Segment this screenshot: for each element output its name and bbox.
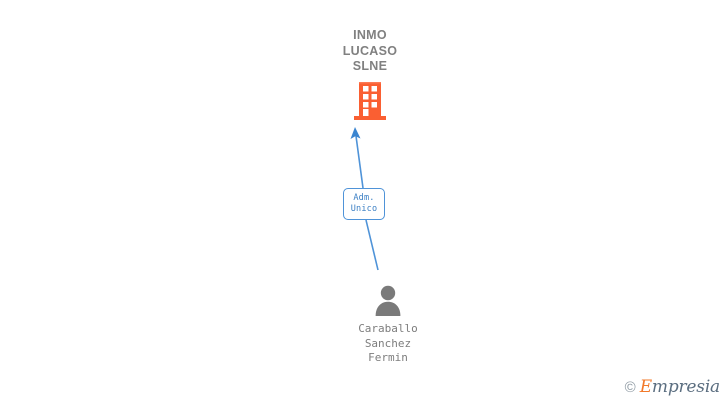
person-node[interactable]: Caraballo Sanchez Fermin bbox=[312, 284, 464, 366]
company-node[interactable]: INMO LUCASO SLNE bbox=[294, 28, 446, 123]
copyright-icon: © bbox=[624, 379, 636, 396]
relation-label-box[interactable]: Adm. Unico bbox=[343, 188, 385, 220]
connector-arrowhead-icon bbox=[350, 127, 361, 139]
brand-rest: mpresia bbox=[651, 377, 720, 397]
relation-label-text: Adm. Unico bbox=[350, 192, 378, 215]
connector-line-upper bbox=[355, 135, 364, 189]
person-icon-wrap bbox=[312, 284, 464, 318]
building-icon bbox=[354, 81, 386, 120]
brand-initial: E bbox=[639, 377, 652, 397]
brand-logo-text: Empresia bbox=[639, 377, 721, 397]
company-name-label: INMO LUCASO SLNE bbox=[342, 28, 398, 73]
person-icon bbox=[375, 285, 401, 316]
watermark: © Empresia bbox=[624, 377, 721, 397]
person-name-label: Caraballo Sanchez Fermin bbox=[358, 322, 418, 364]
company-icon-wrap bbox=[294, 81, 446, 123]
connector-line-lower bbox=[365, 219, 379, 271]
